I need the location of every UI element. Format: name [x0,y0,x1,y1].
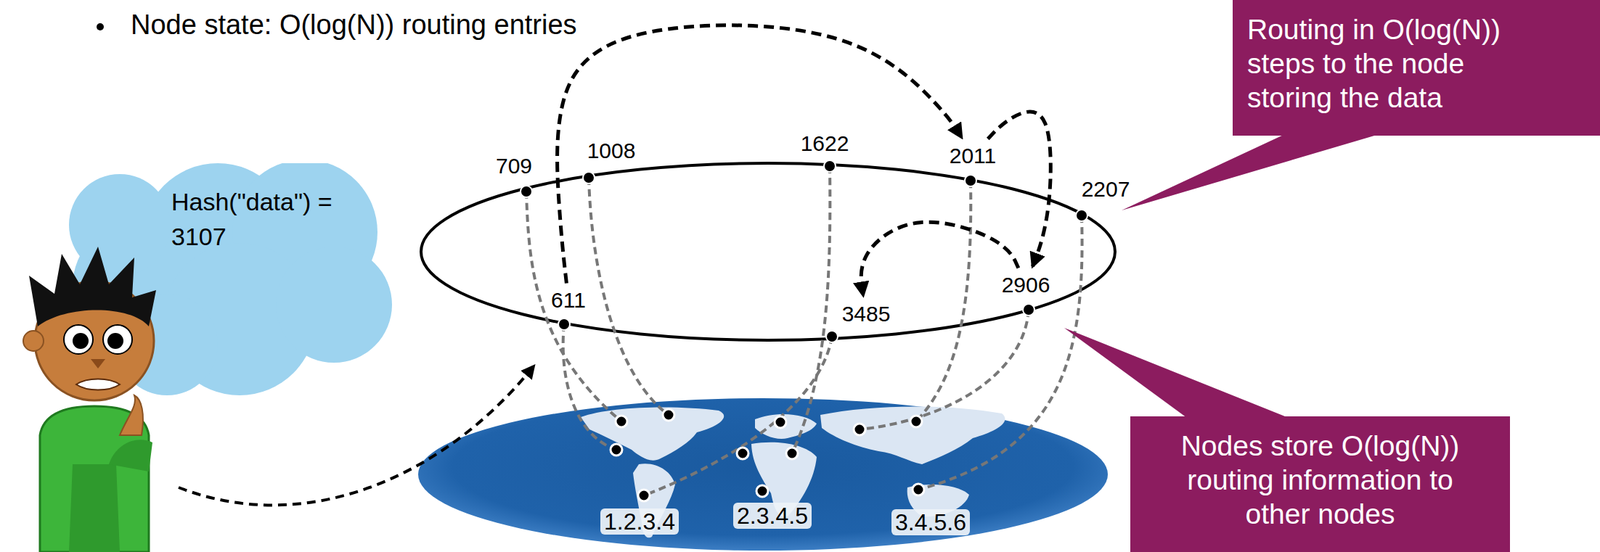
ring-node: 709 [493,152,535,180]
ring-node: 1622 [798,129,852,157]
routing-hop [860,222,1019,297]
cloud-puff [116,294,218,396]
ip-address: 2.3.4.5 [733,503,812,530]
ring-node: 1008 [585,137,639,165]
node-id: 2011 [947,142,999,170]
ring-node: 2906 [999,271,1053,299]
callout-box: Routing in O(log(N)) steps to the node s… [1232,0,1600,136]
ring [421,163,1116,341]
node-id: 709 [493,152,535,180]
callout-text: Routing in O(log(N)) steps to the node s… [1247,13,1538,115]
cloud-puff [68,174,171,276]
callout-box: Nodes store O(log(N)) routing informatio… [1130,416,1510,552]
ring-node: 2207 [1079,175,1133,203]
cloud-puff [275,246,393,363]
node-id: 3485 [839,300,893,328]
ip-address: 3.4.5.6 [891,509,970,537]
node-id: 1008 [585,137,639,165]
globe [418,398,1108,551]
ring-node: 611 [548,286,589,314]
ring-node: 3485 [839,300,893,328]
node-id: 1622 [798,129,852,157]
callout-pointer [1121,134,1380,211]
bullet [96,23,104,31]
ip-address: 1.2.3.4 [600,508,679,536]
node-id: 2906 [999,271,1053,299]
continents [580,406,1005,538]
routing-hop [557,25,963,284]
host-links [526,166,1083,496]
thought-cloud: Hash("data") = 3107 [50,163,393,398]
node-id: 2207 [1079,175,1133,203]
hash-text: Hash("data") = 3107 [171,185,346,255]
ring-dots [520,160,1088,343]
ring-node: 2011 [947,142,999,170]
callout-pointer [1064,328,1289,419]
host-dots [610,409,925,502]
node-id: 611 [548,286,589,314]
bullet-text: Node state: O(log(N)) routing entries [130,9,578,42]
callout-text: Nodes store O(log(N)) routing informatio… [1160,429,1481,532]
